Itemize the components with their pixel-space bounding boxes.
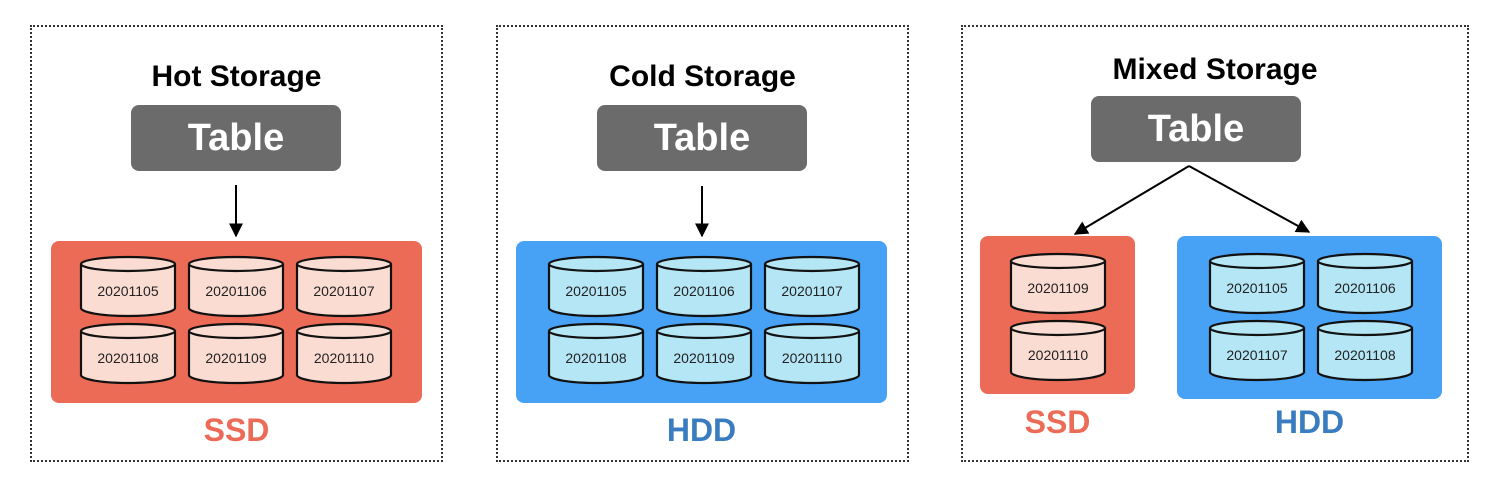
- partition-label: 20201108: [97, 350, 159, 366]
- ssd-label: SSD: [203, 412, 270, 448]
- cylinder-icon: [655, 255, 753, 318]
- partition-label: 20201105: [565, 283, 627, 299]
- partition-cylinder: 20201108: [79, 322, 177, 385]
- partition-label: 20201108: [1334, 347, 1396, 363]
- cylinder-icon: [187, 322, 285, 385]
- partition-cylinder: 20201108: [1316, 319, 1414, 382]
- partition-cylinder: 20201109: [1009, 252, 1107, 315]
- hdd-label: HDD: [666, 412, 737, 448]
- partition-label: 20201107: [313, 283, 375, 299]
- partition-cylinder: 20201105: [79, 255, 177, 318]
- partition-label: 20201107: [781, 283, 843, 299]
- partition-label: 20201107: [1226, 347, 1288, 363]
- partition-cylinder: 20201106: [187, 255, 285, 318]
- hot-storage-panel: Hot Storage: [30, 25, 443, 462]
- cylinder-icon: [763, 322, 861, 385]
- cylinder-icon: [1208, 252, 1306, 315]
- partition-cylinder: 20201110: [763, 322, 861, 385]
- ssd-label: SSD: [1024, 404, 1091, 440]
- cylinder-icon: [547, 255, 645, 318]
- partition-cylinder: 20201107: [763, 255, 861, 318]
- partition-label: 20201109: [1027, 280, 1089, 296]
- cylinder-icon: [1316, 319, 1414, 382]
- mixed-storage-panel: Mixed Storage: [961, 25, 1469, 462]
- partition-label: 20201109: [673, 350, 735, 366]
- partition-cylinder: 20201109: [655, 322, 753, 385]
- table-box: Table: [131, 105, 341, 171]
- cylinder-icon: [547, 322, 645, 385]
- table-box: Table: [597, 105, 807, 171]
- partition-cylinder: 20201105: [547, 255, 645, 318]
- partition-label: 20201106: [673, 283, 735, 299]
- cylinder-icon: [1009, 319, 1107, 382]
- cylinder-icon: [79, 322, 177, 385]
- partition-cylinder: 20201110: [295, 322, 393, 385]
- cylinder-icon: [763, 255, 861, 318]
- partition-label: 20201106: [205, 283, 267, 299]
- partition-cylinder: 20201106: [1316, 252, 1414, 315]
- partition-label: 20201105: [1226, 280, 1288, 296]
- partition-cylinder: 20201105: [1208, 252, 1306, 315]
- panel-title: Mixed Storage: [1112, 53, 1318, 86]
- partition-label: 20201105: [97, 283, 159, 299]
- partition-label: 20201108: [565, 350, 627, 366]
- panel-title: Hot Storage: [151, 60, 322, 93]
- partition-cylinder: 20201107: [1208, 319, 1306, 382]
- cylinder-icon: [187, 255, 285, 318]
- cylinder-icon: [295, 322, 393, 385]
- cylinder-icon: [295, 255, 393, 318]
- cylinder-icon: [1009, 252, 1107, 315]
- partition-cylinder: 20201109: [187, 322, 285, 385]
- panel-title: Cold Storage: [609, 60, 796, 93]
- partition-label: 20201110: [313, 350, 375, 366]
- partition-cylinder: 20201106: [655, 255, 753, 318]
- cylinder-icon: [1316, 252, 1414, 315]
- table-box: Table: [1091, 96, 1301, 162]
- partition-label: 20201106: [1334, 280, 1396, 296]
- cylinder-icon: [1208, 319, 1306, 382]
- partition-cylinder: 20201108: [547, 322, 645, 385]
- partition-label: 20201110: [1027, 347, 1089, 363]
- cylinder-icon: [655, 322, 753, 385]
- partition-cylinder: 20201110: [1009, 319, 1107, 382]
- partition-label: 20201110: [781, 350, 843, 366]
- partition-label: 20201109: [205, 350, 267, 366]
- cylinder-icon: [79, 255, 177, 318]
- hdd-label: HDD: [1274, 404, 1345, 440]
- partition-cylinder: 20201107: [295, 255, 393, 318]
- cold-storage-panel: Cold Storage: [496, 25, 909, 462]
